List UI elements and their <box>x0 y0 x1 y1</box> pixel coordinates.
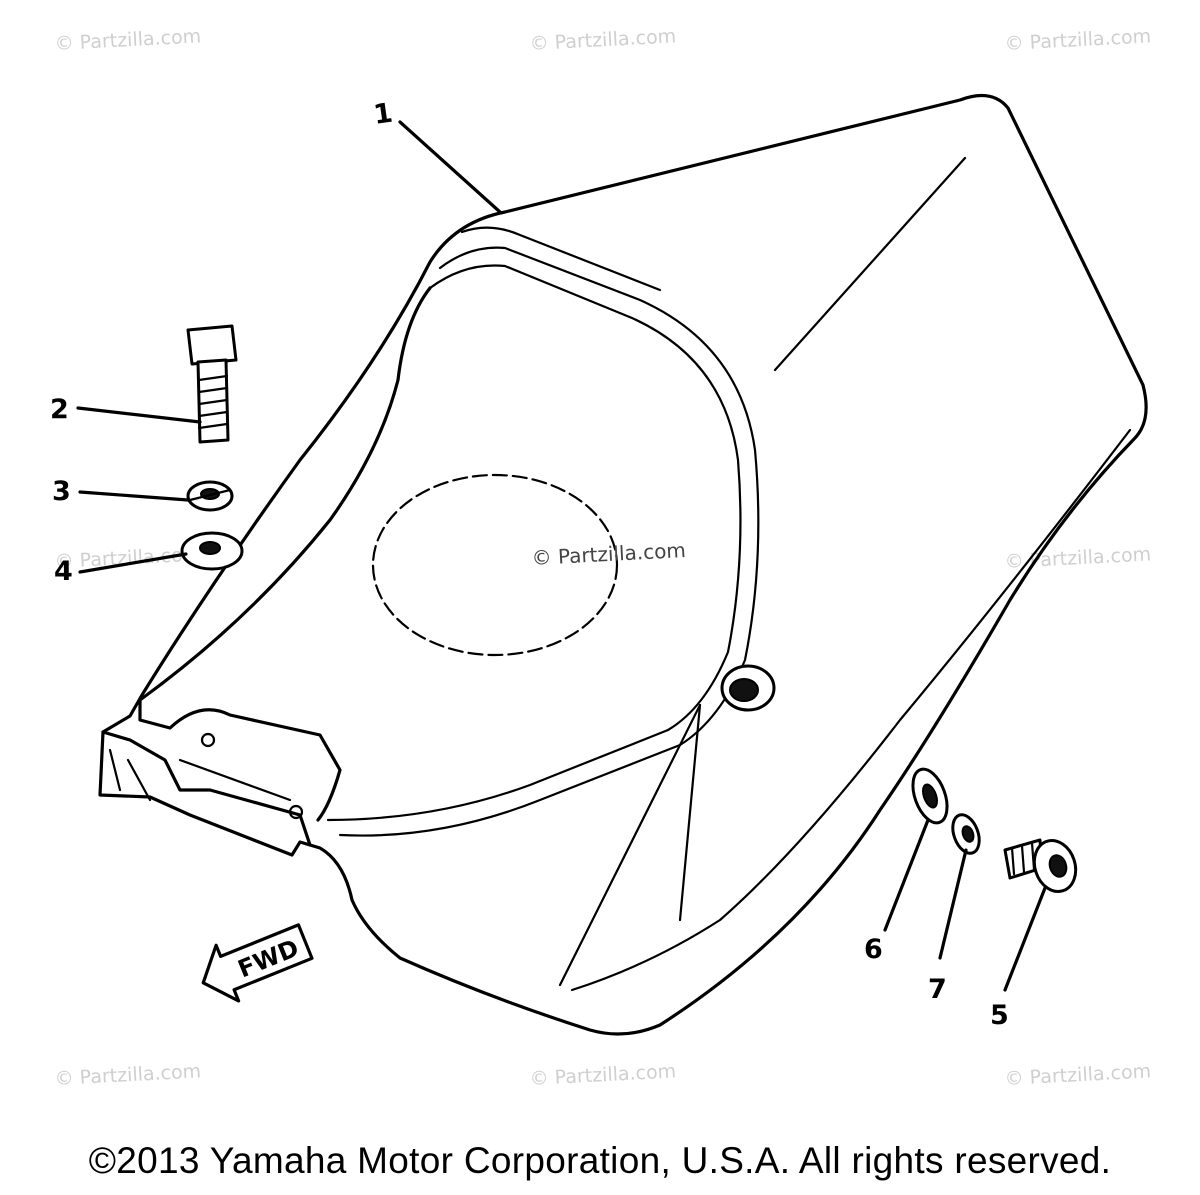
seat-ridge-line-inner <box>326 264 742 822</box>
watermark-layer: © Partzilla.com © Partzilla.com © Partzi… <box>54 25 1152 1090</box>
callout-3: 3 <box>52 476 71 507</box>
callout-2: 2 <box>50 394 69 425</box>
leader-6 <box>883 818 930 932</box>
watermark-mid-right: © Partzilla.com <box>1004 543 1152 573</box>
spring-washer-part <box>186 480 234 512</box>
seat-oval-patch <box>371 473 619 657</box>
watermark-bottom-right: © Partzilla.com <box>1004 1060 1152 1090</box>
leader-lines <box>76 120 1047 992</box>
seat-bracket-detail <box>108 748 292 802</box>
seat-drawing <box>98 93 1148 1036</box>
callout-6: 6 <box>864 934 883 965</box>
callout-4: 4 <box>54 556 73 587</box>
grommet-part <box>911 767 949 825</box>
watermark-center: © Partzilla.com <box>531 538 686 570</box>
leader-5 <box>1003 886 1047 992</box>
callout-5: 5 <box>990 1000 1009 1031</box>
collar-part <box>951 813 981 855</box>
watermark-top-center: © Partzilla.com <box>529 25 677 55</box>
copyright-notice: ©2013 Yamaha Motor Corporation, U.S.A. A… <box>88 1140 1112 1181</box>
seat-side-v-left <box>558 703 702 987</box>
callout-7: 7 <box>928 974 947 1005</box>
fwd-arrow-shape <box>201 923 314 1003</box>
seat-grommet <box>720 664 776 712</box>
watermark-mid-left: © Partzilla.com <box>54 543 202 573</box>
seat-side-v-right <box>678 703 702 922</box>
callout-1: 1 <box>372 98 395 131</box>
fwd-arrow: FWD <box>201 923 314 1003</box>
leader-3 <box>78 490 190 502</box>
seat-ridge-line-top <box>460 226 662 292</box>
seat-pad-outline <box>138 286 432 822</box>
watermark-bottom-left: © Partzilla.com <box>54 1060 202 1090</box>
seat-side-crease <box>773 156 967 372</box>
watermark-bottom-center: © Partzilla.com <box>529 1060 677 1090</box>
seat-ridge-line <box>338 246 760 837</box>
leader-2 <box>76 406 202 424</box>
bracket-hole-upper <box>200 732 216 748</box>
screw-part <box>1003 838 1078 893</box>
leader-7 <box>938 848 968 960</box>
seat-outline <box>98 93 1148 1036</box>
plain-washer-part <box>180 531 244 571</box>
bracket-hole-lower <box>288 804 304 820</box>
leader-4 <box>78 552 188 574</box>
watermark-top-left: © Partzilla.com <box>54 25 202 55</box>
watermark-top-right: © Partzilla.com <box>1004 25 1152 55</box>
seat-lower-crease <box>570 428 1132 992</box>
bolt-part <box>186 324 238 444</box>
seat-front-bracket <box>101 730 312 847</box>
callout-labels: 1 2 3 4 6 7 5 <box>50 98 1009 1031</box>
leader-1 <box>398 120 502 214</box>
